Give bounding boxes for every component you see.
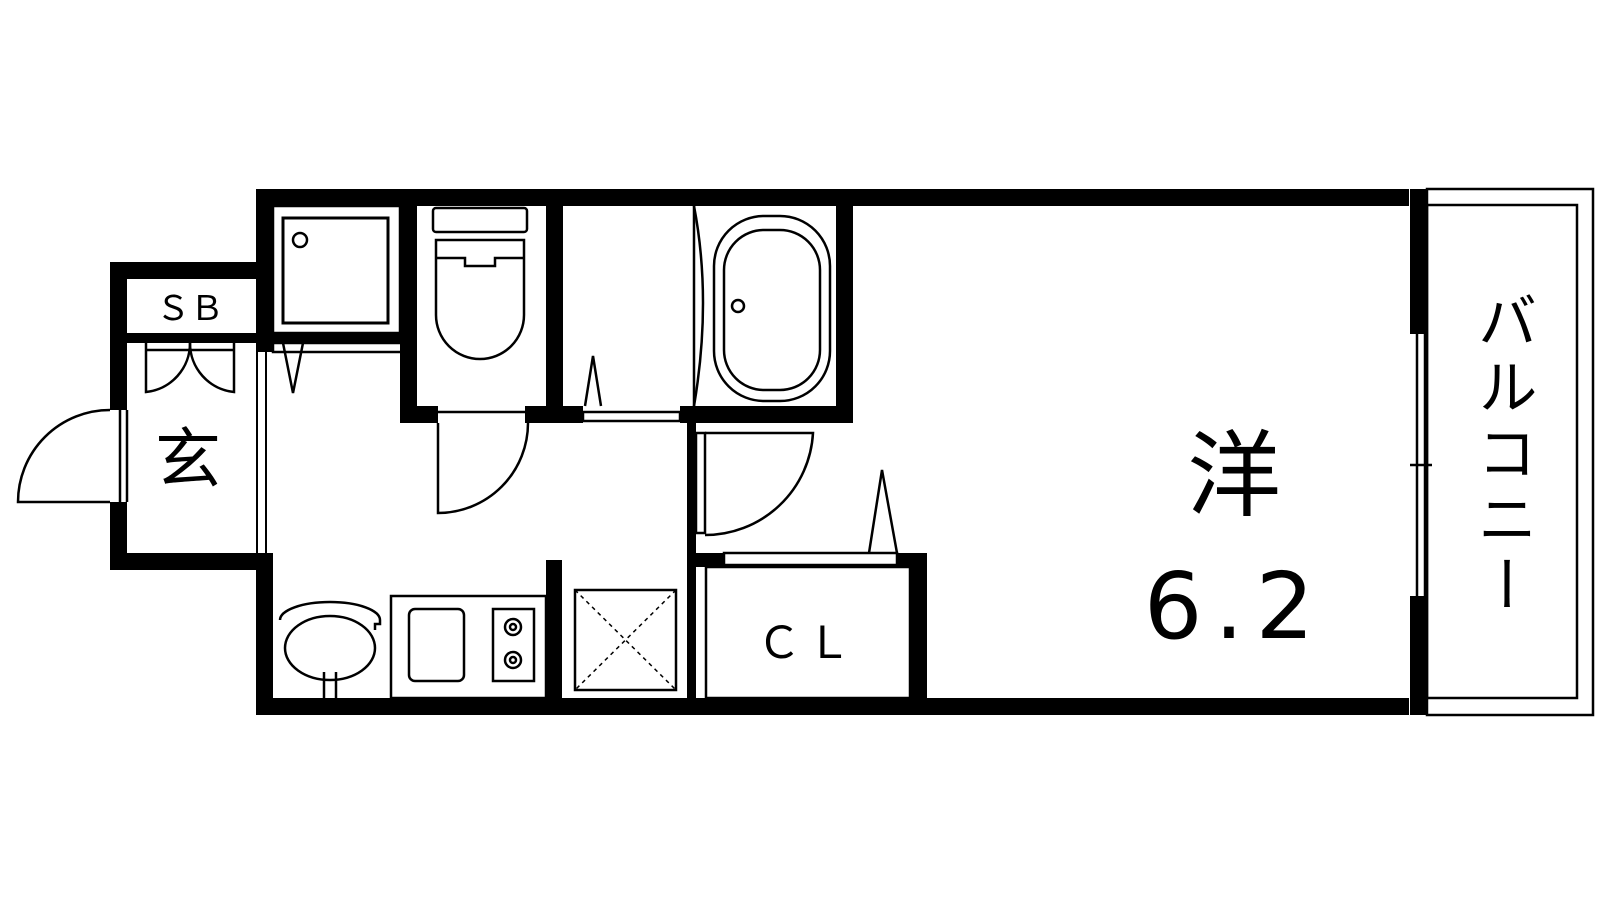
burner-2-icon: [503, 650, 523, 670]
refrigerator-space: [573, 588, 678, 692]
wall-kitchen-divider: [546, 560, 562, 715]
wall-closet-top: [696, 553, 724, 567]
wall-right-upper: [1410, 189, 1427, 334]
kitchen-sink: [407, 607, 466, 683]
wall-closet-right: [910, 553, 927, 715]
walls: [110, 189, 1427, 715]
fixtures: [16, 187, 1595, 717]
wall-outer-top: [256, 189, 1409, 206]
vanity-sink: [273, 600, 391, 698]
wall-toilet-bottom-right: [525, 406, 563, 423]
shoe-box-label: ＳＢ: [156, 289, 224, 329]
wall-toilet-right: [546, 206, 563, 422]
wall-sb-bottom: [127, 333, 257, 343]
balcony-label: バルコニー: [1467, 290, 1537, 620]
wall-entrance-left-upper: [110, 262, 127, 410]
kitchen-counter: [389, 594, 548, 700]
bathtub: [712, 214, 832, 403]
wall-bath-bottom-left: [563, 406, 583, 423]
wall-toilet-bottom-left: [400, 406, 438, 423]
wall-sb-top: [110, 262, 273, 279]
bath-divider: [692, 205, 705, 407]
wall-entrance-left-lower: [110, 502, 127, 569]
labels: ＳＢ 玄 洋 6.2 ＣＬ バルコニー: [155, 289, 1537, 669]
toilet-bowl: [434, 238, 526, 361]
bath-drain-icon: [730, 298, 746, 314]
wall-entrance-bottom: [110, 553, 273, 570]
room-door-swing: [704, 431, 815, 537]
washing-machine-pan: [271, 204, 402, 335]
entrance-door-swing: [16, 408, 111, 504]
toilet-door-swing: [436, 422, 530, 515]
wall-bath-bottom-right: [680, 406, 853, 423]
stove-top: [491, 607, 536, 683]
closet-label: ＣＬ: [757, 618, 857, 669]
western-room-label: 洋: [1187, 422, 1281, 531]
sb-door-right: [188, 342, 236, 394]
wall-hall-right: [687, 423, 696, 715]
closet-box: [704, 565, 912, 700]
wall-left-lower: [256, 553, 273, 715]
drain-icon: [291, 231, 309, 249]
entrance-label: 玄: [155, 421, 221, 498]
wall-right-lower: [1410, 596, 1427, 715]
wall-bath-right: [836, 206, 853, 423]
sb-door-left: [144, 342, 192, 394]
wall-laundry-bottom: [273, 333, 403, 343]
toilet-tank: [431, 206, 529, 234]
burner-1-icon: [503, 617, 523, 637]
western-room-size: 6.2: [1144, 553, 1326, 660]
wall-toilet-left: [400, 206, 417, 422]
wall-outer-bottom: [256, 698, 1409, 715]
